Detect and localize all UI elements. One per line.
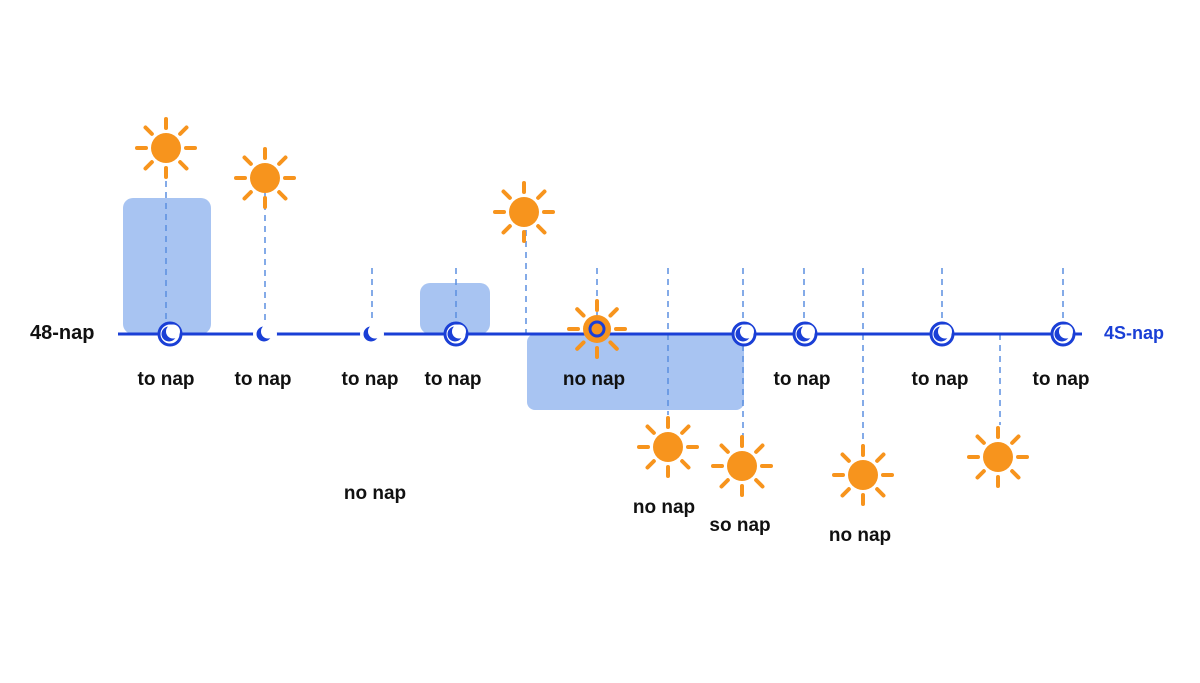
nap-label-2: to nap	[234, 369, 292, 390]
shaded-box	[527, 334, 744, 410]
shaded-box	[123, 198, 211, 334]
nap-label-11: so nap	[709, 515, 771, 536]
sun-icon	[832, 444, 894, 506]
nap-label-7: to nap	[911, 369, 969, 390]
nap-label-10: no nap	[632, 497, 696, 518]
sun-icon	[967, 426, 1029, 488]
sun-icon	[637, 416, 699, 478]
moon-icon	[253, 322, 277, 346]
moon-icon	[929, 321, 955, 347]
sun-icon	[567, 299, 627, 359]
shaded-box	[420, 283, 490, 334]
nap-label-9: no nap	[343, 483, 407, 504]
nap-label-3: to nap	[341, 369, 399, 390]
left-axis-label: 48-nap	[30, 322, 95, 344]
moon-icon	[360, 322, 384, 346]
moon-icon	[443, 321, 469, 347]
nap-label-6: to nap	[773, 369, 831, 390]
nap-label-4: to nap	[424, 369, 482, 390]
moon-icon	[731, 321, 757, 347]
nap-label-1: to nap	[137, 369, 195, 390]
sun-icon	[711, 435, 773, 497]
right-axis-label: 4S-nap	[1104, 323, 1165, 343]
sun-icon	[234, 147, 296, 209]
sun-icon	[493, 181, 555, 243]
sun-icon	[135, 117, 197, 179]
moon-icon	[1050, 321, 1076, 347]
nap-label-5: no nap	[562, 369, 626, 390]
moon-icon	[157, 321, 183, 347]
nap-label-12: no nap	[828, 525, 892, 546]
moon-icon	[588, 320, 606, 338]
nap-label-8: to nap	[1032, 369, 1090, 390]
moon-icon	[792, 321, 818, 347]
